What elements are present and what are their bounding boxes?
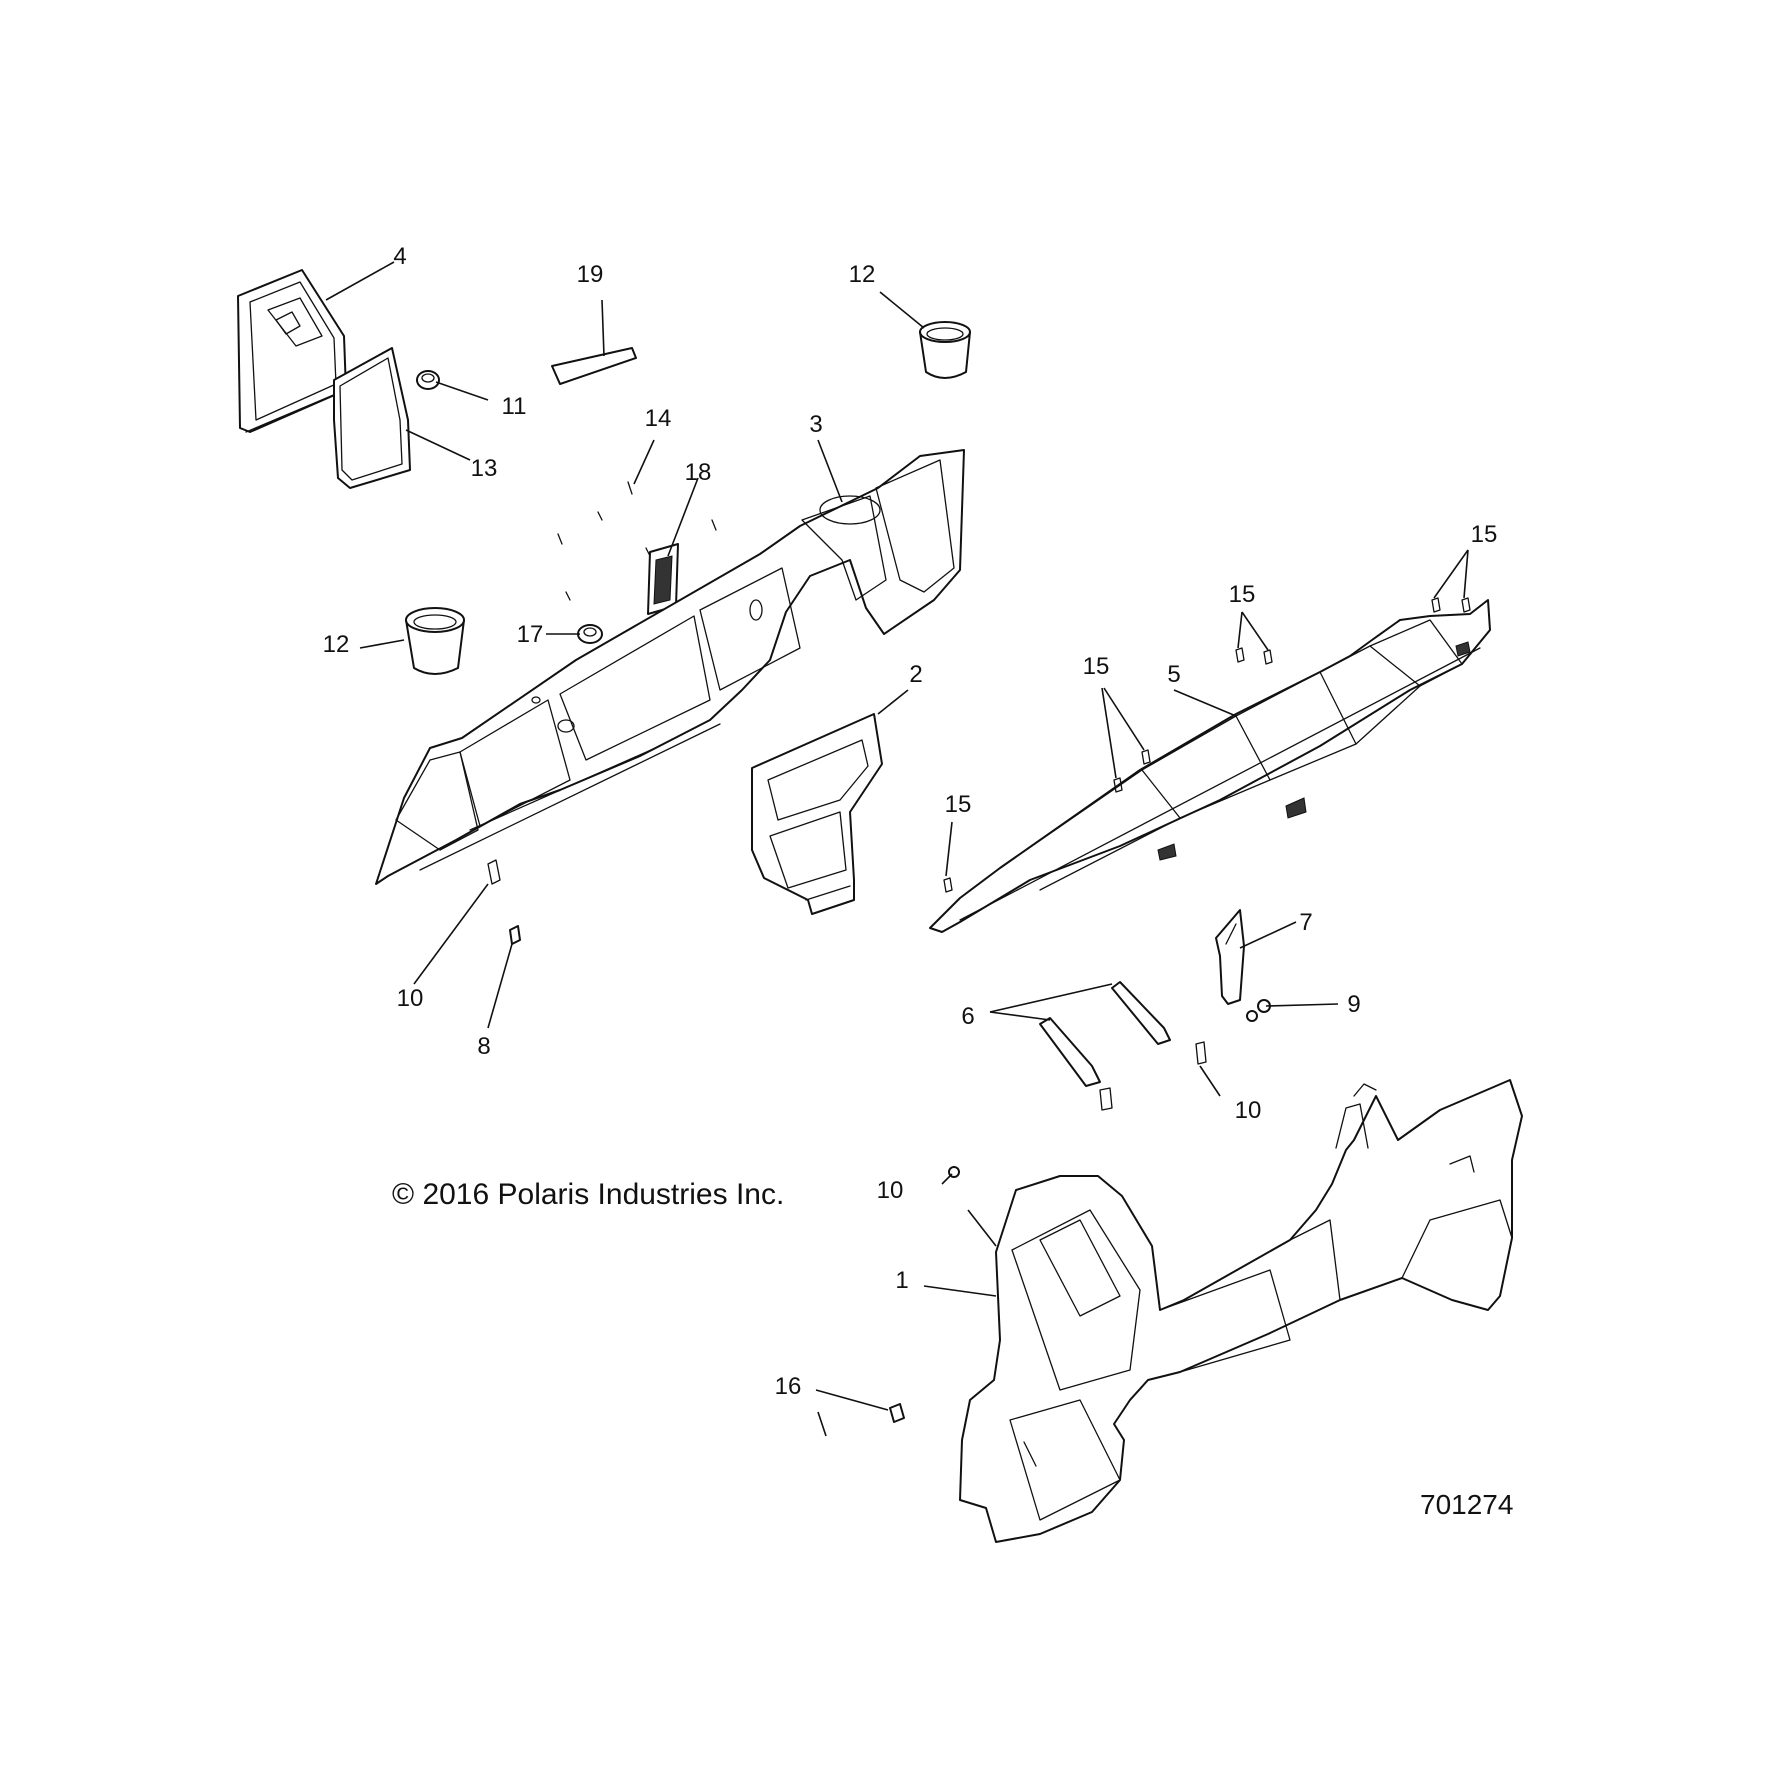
callout-10-right: 10 [1235, 1097, 1262, 1124]
fasteners [487, 597, 1471, 1423]
copyright-notice: © 2016 Polaris Industries Inc. [392, 1178, 784, 1211]
part-3-dash-panel [375, 449, 965, 885]
part-2-center-bezel [751, 713, 883, 915]
callout-10-bottom: 10 [877, 1177, 904, 1204]
part-14-screws [557, 481, 717, 601]
callout-7: 7 [1299, 909, 1312, 936]
part-18-vent [647, 543, 679, 615]
part-5-dash-cover [929, 599, 1491, 933]
callout-19: 19 [577, 261, 604, 288]
part-6-brace-left [1039, 1017, 1101, 1087]
part-19-strip [551, 347, 637, 385]
callout-14: 14 [645, 405, 672, 432]
part-13-seal [333, 347, 411, 489]
callout-12-top: 12 [849, 261, 876, 288]
callout-17: 17 [517, 621, 544, 648]
callout-9: 9 [1347, 991, 1360, 1018]
callout-10-left: 10 [397, 985, 424, 1012]
callout-12-left: 12 [323, 631, 350, 658]
callout-6: 6 [961, 1003, 974, 1030]
callout-16: 16 [775, 1373, 802, 1400]
callout-18: 18 [685, 459, 712, 486]
part-7-bracket [1215, 909, 1245, 1005]
part-6-brace-right [1111, 981, 1171, 1045]
leader-lines [325, 261, 1469, 1437]
callout-2: 2 [909, 661, 922, 688]
part-11-grommet [416, 370, 440, 390]
callout-1: 1 [895, 1267, 908, 1294]
callout-8: 8 [477, 1033, 490, 1060]
callout-5: 5 [1167, 661, 1180, 688]
callout-15-top-right: 15 [1471, 521, 1498, 548]
part-1-lower-dash [959, 1079, 1523, 1543]
callout-labels: 1 2 3 4 5 6 7 8 9 10 10 10 11 12 12 13 1… [323, 243, 1498, 1400]
callout-11: 11 [502, 393, 527, 420]
callout-15-center: 15 [1083, 653, 1110, 680]
callout-4: 4 [393, 243, 406, 270]
callout-15-middle: 15 [1229, 581, 1256, 608]
part-12-cupholder-left [405, 607, 465, 675]
part-12-cupholder-top [919, 321, 971, 379]
callout-3: 3 [809, 411, 822, 438]
callout-13: 13 [471, 455, 498, 482]
callout-15-left: 15 [945, 791, 972, 818]
diagram-id: 701274 [1420, 1489, 1513, 1520]
part-17-knob [577, 624, 603, 644]
